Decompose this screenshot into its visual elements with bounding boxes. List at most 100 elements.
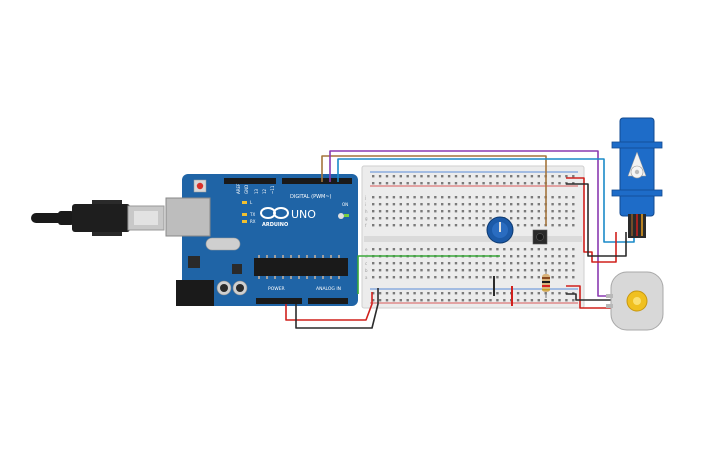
breadboard-hole[interactable] xyxy=(385,182,389,185)
breadboard-hole[interactable] xyxy=(413,175,416,178)
breadboard-hole[interactable] xyxy=(482,269,485,272)
breadboard[interactable]: j i h g f e d c b a xyxy=(361,165,585,309)
breadboard-hole[interactable] xyxy=(461,217,465,220)
breadboard-hole[interactable] xyxy=(510,276,513,279)
breadboard-hole[interactable] xyxy=(551,262,554,265)
breadboard-hole[interactable] xyxy=(503,255,506,258)
breadboard-hole[interactable] xyxy=(530,175,534,178)
breadboard-hole[interactable] xyxy=(392,224,396,227)
breadboard-hole[interactable] xyxy=(558,292,561,295)
breadboard-hole[interactable] xyxy=(468,210,471,213)
breadboard-hole[interactable] xyxy=(385,175,389,178)
breadboard-hole[interactable] xyxy=(475,269,478,272)
breadboard-hole[interactable] xyxy=(572,299,575,302)
breadboard-hole[interactable] xyxy=(413,299,416,302)
breadboard-hole[interactable] xyxy=(530,269,534,272)
breadboard-hole[interactable] xyxy=(530,203,534,206)
breadboard-hole[interactable] xyxy=(523,182,527,185)
breadboard-hole[interactable] xyxy=(468,224,471,227)
breadboard-hole[interactable] xyxy=(551,248,554,251)
breadboard-hole[interactable] xyxy=(537,217,540,220)
breadboard-hole[interactable] xyxy=(496,182,499,185)
breadboard-hole[interactable] xyxy=(420,292,423,295)
breadboard-hole[interactable] xyxy=(413,276,416,279)
breadboard-hole[interactable] xyxy=(510,248,513,251)
breadboard-hole[interactable] xyxy=(565,276,568,279)
breadboard-hole[interactable] xyxy=(503,269,506,272)
breadboard-hole[interactable] xyxy=(565,299,568,302)
breadboard-hole[interactable] xyxy=(441,217,444,220)
breadboard-hole[interactable] xyxy=(530,276,534,279)
breadboard-hole[interactable] xyxy=(372,196,375,199)
breadboard-hole[interactable] xyxy=(537,175,540,178)
breadboard-hole[interactable] xyxy=(372,175,375,178)
breadboard-hole[interactable] xyxy=(420,203,423,206)
breadboard-hole[interactable] xyxy=(475,262,478,265)
breadboard-hole[interactable] xyxy=(447,224,451,227)
breadboard-hole[interactable] xyxy=(516,255,520,258)
breadboard-hole[interactable] xyxy=(544,255,547,258)
breadboard-hole[interactable] xyxy=(565,203,568,206)
breadboard-hole[interactable] xyxy=(447,203,451,206)
breadboard-hole[interactable] xyxy=(385,196,389,199)
breadboard-hole[interactable] xyxy=(392,276,396,279)
breadboard-hole[interactable] xyxy=(413,248,416,251)
breadboard-hole[interactable] xyxy=(468,217,471,220)
breadboard-hole[interactable] xyxy=(434,248,437,251)
breadboard-hole[interactable] xyxy=(378,217,382,220)
breadboard-hole[interactable] xyxy=(406,175,409,178)
breadboard-hole[interactable] xyxy=(530,210,534,213)
breadboard-hole[interactable] xyxy=(461,248,465,251)
breadboard-hole[interactable] xyxy=(530,262,534,265)
breadboard-hole[interactable] xyxy=(558,196,561,199)
breadboard-hole[interactable] xyxy=(516,182,520,185)
breadboard-hole[interactable] xyxy=(516,203,520,206)
breadboard-hole[interactable] xyxy=(475,299,478,302)
breadboard-hole[interactable] xyxy=(551,292,554,295)
breadboard-hole[interactable] xyxy=(420,224,423,227)
breadboard-hole[interactable] xyxy=(475,276,478,279)
breadboard-hole[interactable] xyxy=(385,224,389,227)
breadboard-hole[interactable] xyxy=(427,299,430,302)
breadboard-hole[interactable] xyxy=(392,210,396,213)
breadboard-hole[interactable] xyxy=(454,210,458,213)
breadboard-hole[interactable] xyxy=(475,203,478,206)
breadboard-hole[interactable] xyxy=(461,262,465,265)
breadboard-hole[interactable] xyxy=(558,217,561,220)
breadboard-hole[interactable] xyxy=(489,276,492,279)
breadboard-hole[interactable] xyxy=(441,182,444,185)
breadboard-hole[interactable] xyxy=(558,255,561,258)
breadboard-hole[interactable] xyxy=(475,224,478,227)
breadboard-hole[interactable] xyxy=(475,182,478,185)
breadboard-hole[interactable] xyxy=(372,248,375,251)
breadboard-hole[interactable] xyxy=(572,276,575,279)
breadboard-hole[interactable] xyxy=(523,175,527,178)
breadboard-hole[interactable] xyxy=(385,262,389,265)
breadboard-hole[interactable] xyxy=(572,217,575,220)
breadboard-hole[interactable] xyxy=(530,292,534,295)
breadboard-hole[interactable] xyxy=(385,210,389,213)
breadboard-hole[interactable] xyxy=(523,255,527,258)
breadboard-hole[interactable] xyxy=(447,276,451,279)
breadboard-hole[interactable] xyxy=(516,269,520,272)
breadboard-hole[interactable] xyxy=(399,299,402,302)
breadboard-hole[interactable] xyxy=(551,276,554,279)
breadboard-hole[interactable] xyxy=(482,262,485,265)
breadboard-hole[interactable] xyxy=(537,203,540,206)
breadboard-hole[interactable] xyxy=(454,182,458,185)
breadboard-hole[interactable] xyxy=(427,262,430,265)
breadboard-hole[interactable] xyxy=(503,299,506,302)
breadboard-hole[interactable] xyxy=(468,248,471,251)
breadboard-hole[interactable] xyxy=(572,255,575,258)
breadboard-hole[interactable] xyxy=(372,224,375,227)
breadboard-hole[interactable] xyxy=(482,217,485,220)
breadboard-hole[interactable] xyxy=(413,210,416,213)
breadboard-hole[interactable] xyxy=(482,292,485,295)
breadboard-hole[interactable] xyxy=(496,196,499,199)
breadboard-hole[interactable] xyxy=(413,196,416,199)
breadboard-hole[interactable] xyxy=(516,248,520,251)
breadboard-hole[interactable] xyxy=(447,269,451,272)
breadboard-hole[interactable] xyxy=(572,210,575,213)
breadboard-hole[interactable] xyxy=(565,210,568,213)
breadboard-hole[interactable] xyxy=(544,299,547,302)
